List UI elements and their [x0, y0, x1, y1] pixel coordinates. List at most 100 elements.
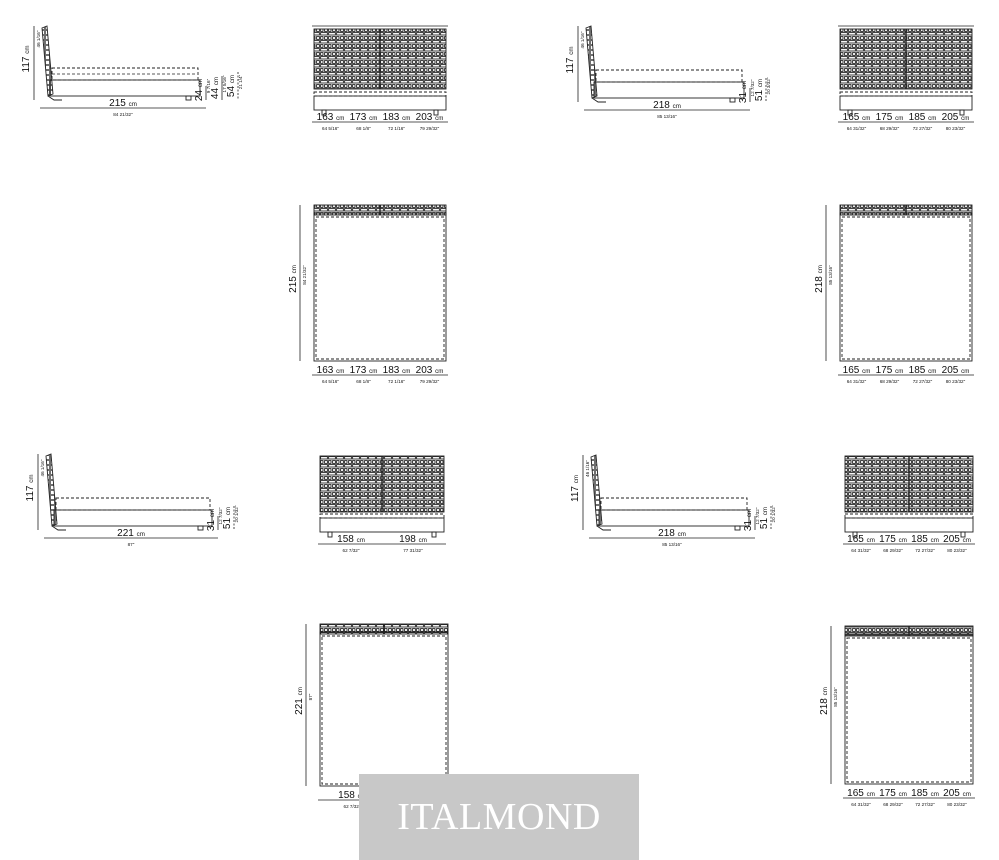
dim-unit: cm	[746, 509, 753, 517]
width-dim-inch: 80 23/32"	[947, 548, 967, 553]
mattress-front	[839, 91, 973, 97]
height-dim-label: 117 cm	[570, 475, 581, 502]
dim-unit: cm	[419, 537, 427, 544]
width-dim-label: 205 cm	[942, 112, 970, 123]
bed-height-dim-inch: 12 7/32"	[755, 507, 760, 524]
length-dim-inch: 85 13/16"	[662, 542, 682, 547]
dim-value: 117	[570, 483, 581, 502]
top-length-dim-inch: 85 13/16"	[828, 265, 833, 285]
mattress-outline	[600, 497, 748, 511]
length-dim-inch: 85 13/16"	[657, 114, 677, 119]
height-dim-inch: 46 1/16"	[36, 30, 41, 47]
bed-base-front	[313, 95, 447, 111]
headboard-side	[41, 25, 54, 97]
width-dim-label: 185 cm	[911, 534, 939, 545]
top-width-dim-label: 185 cm	[909, 365, 937, 376]
bed-top-outline	[844, 633, 974, 785]
dim-unit: cm	[961, 115, 969, 122]
width-dim-label: 165 cm	[847, 534, 875, 545]
headboard-side	[45, 453, 58, 527]
bed-height-dim-label: 31 cm	[743, 509, 754, 531]
dim-unit: cm	[229, 75, 236, 83]
bed-base-side	[593, 81, 745, 99]
bed-foot-right	[960, 531, 966, 538]
dim-unit: cm	[336, 115, 344, 122]
dim-unit: cm	[573, 475, 580, 483]
width-dim-inch: 64 31/32"	[847, 126, 867, 131]
top-width-dim-inch: 64 5/16"	[322, 379, 339, 384]
bed-height-dim-inch: 20 3/32"	[766, 77, 771, 94]
dim-value: 183	[383, 112, 402, 123]
bed-base-side	[49, 79, 201, 97]
bed-foot-right	[959, 109, 965, 116]
top-width-dim-label: 173 cm	[350, 365, 378, 376]
dim-unit: cm	[24, 46, 31, 54]
top-length-dim-label: 218 cm	[814, 265, 825, 293]
mattress-top-outline	[321, 635, 447, 785]
dim-value: 203	[416, 365, 435, 376]
dim-value: 163	[317, 365, 336, 376]
dim-unit: cm	[137, 531, 145, 538]
dim-value: 173	[350, 365, 369, 376]
dim-unit: cm	[862, 368, 870, 375]
bed-height-dim-label: 31 cm	[206, 509, 217, 531]
dim-value: 31	[743, 517, 754, 531]
dim-unit: cm	[369, 115, 377, 122]
dim-value: 175	[876, 112, 895, 123]
dim-value: 205	[942, 112, 961, 123]
dim-value: 165	[843, 365, 862, 376]
dim-unit: cm	[867, 537, 875, 544]
dim-value: 51	[759, 515, 770, 529]
length-dim-label: 215 cm	[109, 98, 137, 109]
bed-height-dim-label: 51 cm	[759, 507, 770, 529]
dim-unit: cm	[895, 368, 903, 375]
bed-height-dim-inch: 12 7/32"	[218, 507, 223, 524]
dim-unit: cm	[741, 81, 748, 89]
dim-value: 158	[338, 790, 357, 801]
mattress-top-outline	[315, 216, 445, 360]
dim-unit: cm	[209, 509, 216, 517]
length-dim-inch: 84 21/32"	[113, 112, 133, 117]
top-width-dim-inch: 68 29/32"	[883, 802, 903, 807]
bed-foot	[729, 97, 736, 103]
bed-top-outline	[313, 212, 447, 362]
width-dim-label: 203 cm	[416, 112, 444, 123]
width-dim-label: 198 cm	[399, 534, 427, 545]
dim-unit: cm	[762, 507, 769, 515]
dim-value: 185	[909, 365, 928, 376]
width-dim-label: 173 cm	[350, 112, 378, 123]
dim-value: 218	[653, 100, 672, 111]
dim-value: 24	[194, 87, 205, 101]
dim-unit: cm	[678, 531, 686, 538]
bed-height-dim-inch: 9 7/16"	[206, 78, 211, 93]
bed-top-outline	[319, 631, 449, 787]
bed-height-dim-inch: 17 5/16"	[222, 75, 227, 92]
top-width-dim-inch: 80 23/32"	[946, 379, 966, 384]
dim-unit: cm	[822, 687, 829, 695]
bed-height-dim-label: 44 cm	[210, 77, 221, 99]
bed-height-dim-label: 54 cm	[226, 75, 237, 97]
mattress-top-outline	[846, 637, 972, 783]
top-length-dim-inch: 84 21/32"	[302, 265, 307, 285]
bed-foot-front	[591, 97, 606, 103]
bed-height-dim-inch: 12 7/32"	[750, 79, 755, 96]
height-dim-inch: 46 1/16"	[580, 31, 585, 48]
dim-unit: cm	[297, 687, 304, 695]
bed-foot-left	[852, 531, 858, 538]
top-length-dim-label: 218 cm	[819, 687, 830, 715]
dim-value: 175	[879, 788, 898, 799]
dim-unit: cm	[28, 475, 35, 483]
dim-unit: cm	[757, 79, 764, 87]
headboard-side	[590, 454, 603, 527]
dim-unit: cm	[369, 368, 377, 375]
dim-value: 203	[416, 112, 435, 123]
bed-base-front	[839, 95, 973, 111]
width-dim-inch: 64 5/16"	[322, 126, 339, 131]
bed-foot-left	[327, 531, 333, 538]
dim-value: 221	[294, 695, 305, 714]
width-dim-inch: 72 27/32"	[913, 126, 933, 131]
dim-value: 221	[117, 528, 136, 539]
dim-unit: cm	[291, 265, 298, 273]
top-width-dim-inch: 64 31/32"	[851, 802, 871, 807]
top-width-dim-inch: 72 27/32"	[913, 379, 933, 384]
